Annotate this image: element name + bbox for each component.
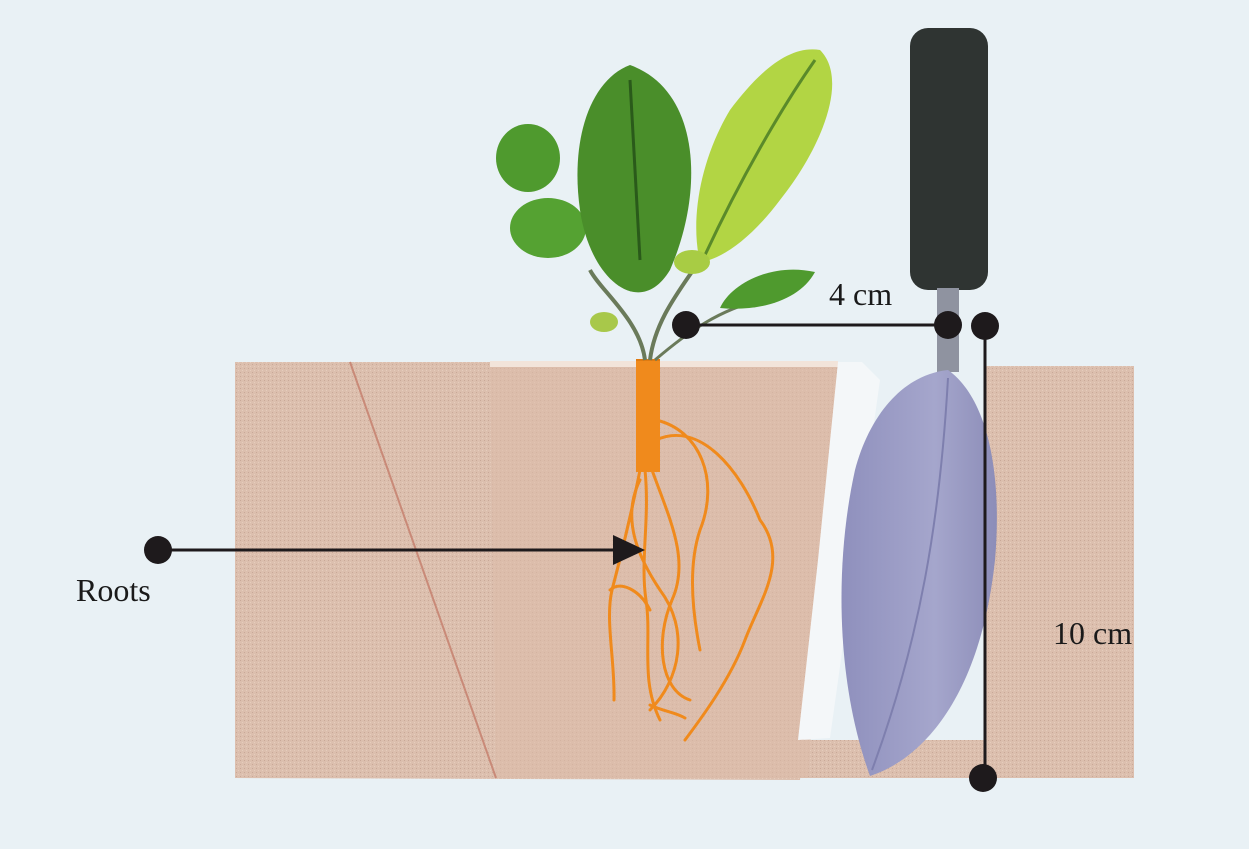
plant-stem <box>636 360 660 472</box>
soil-block <box>235 361 1134 780</box>
roots-label: Roots <box>76 572 151 608</box>
width-measure <box>672 311 962 339</box>
root-system <box>607 418 775 742</box>
trowel-icon <box>841 28 997 776</box>
width-label: 4 cm <box>829 276 893 312</box>
seedling-icon <box>496 49 833 362</box>
roots-pointer <box>144 535 645 565</box>
depth-label: 10 cm <box>1053 615 1133 651</box>
depth-measure <box>969 312 999 792</box>
